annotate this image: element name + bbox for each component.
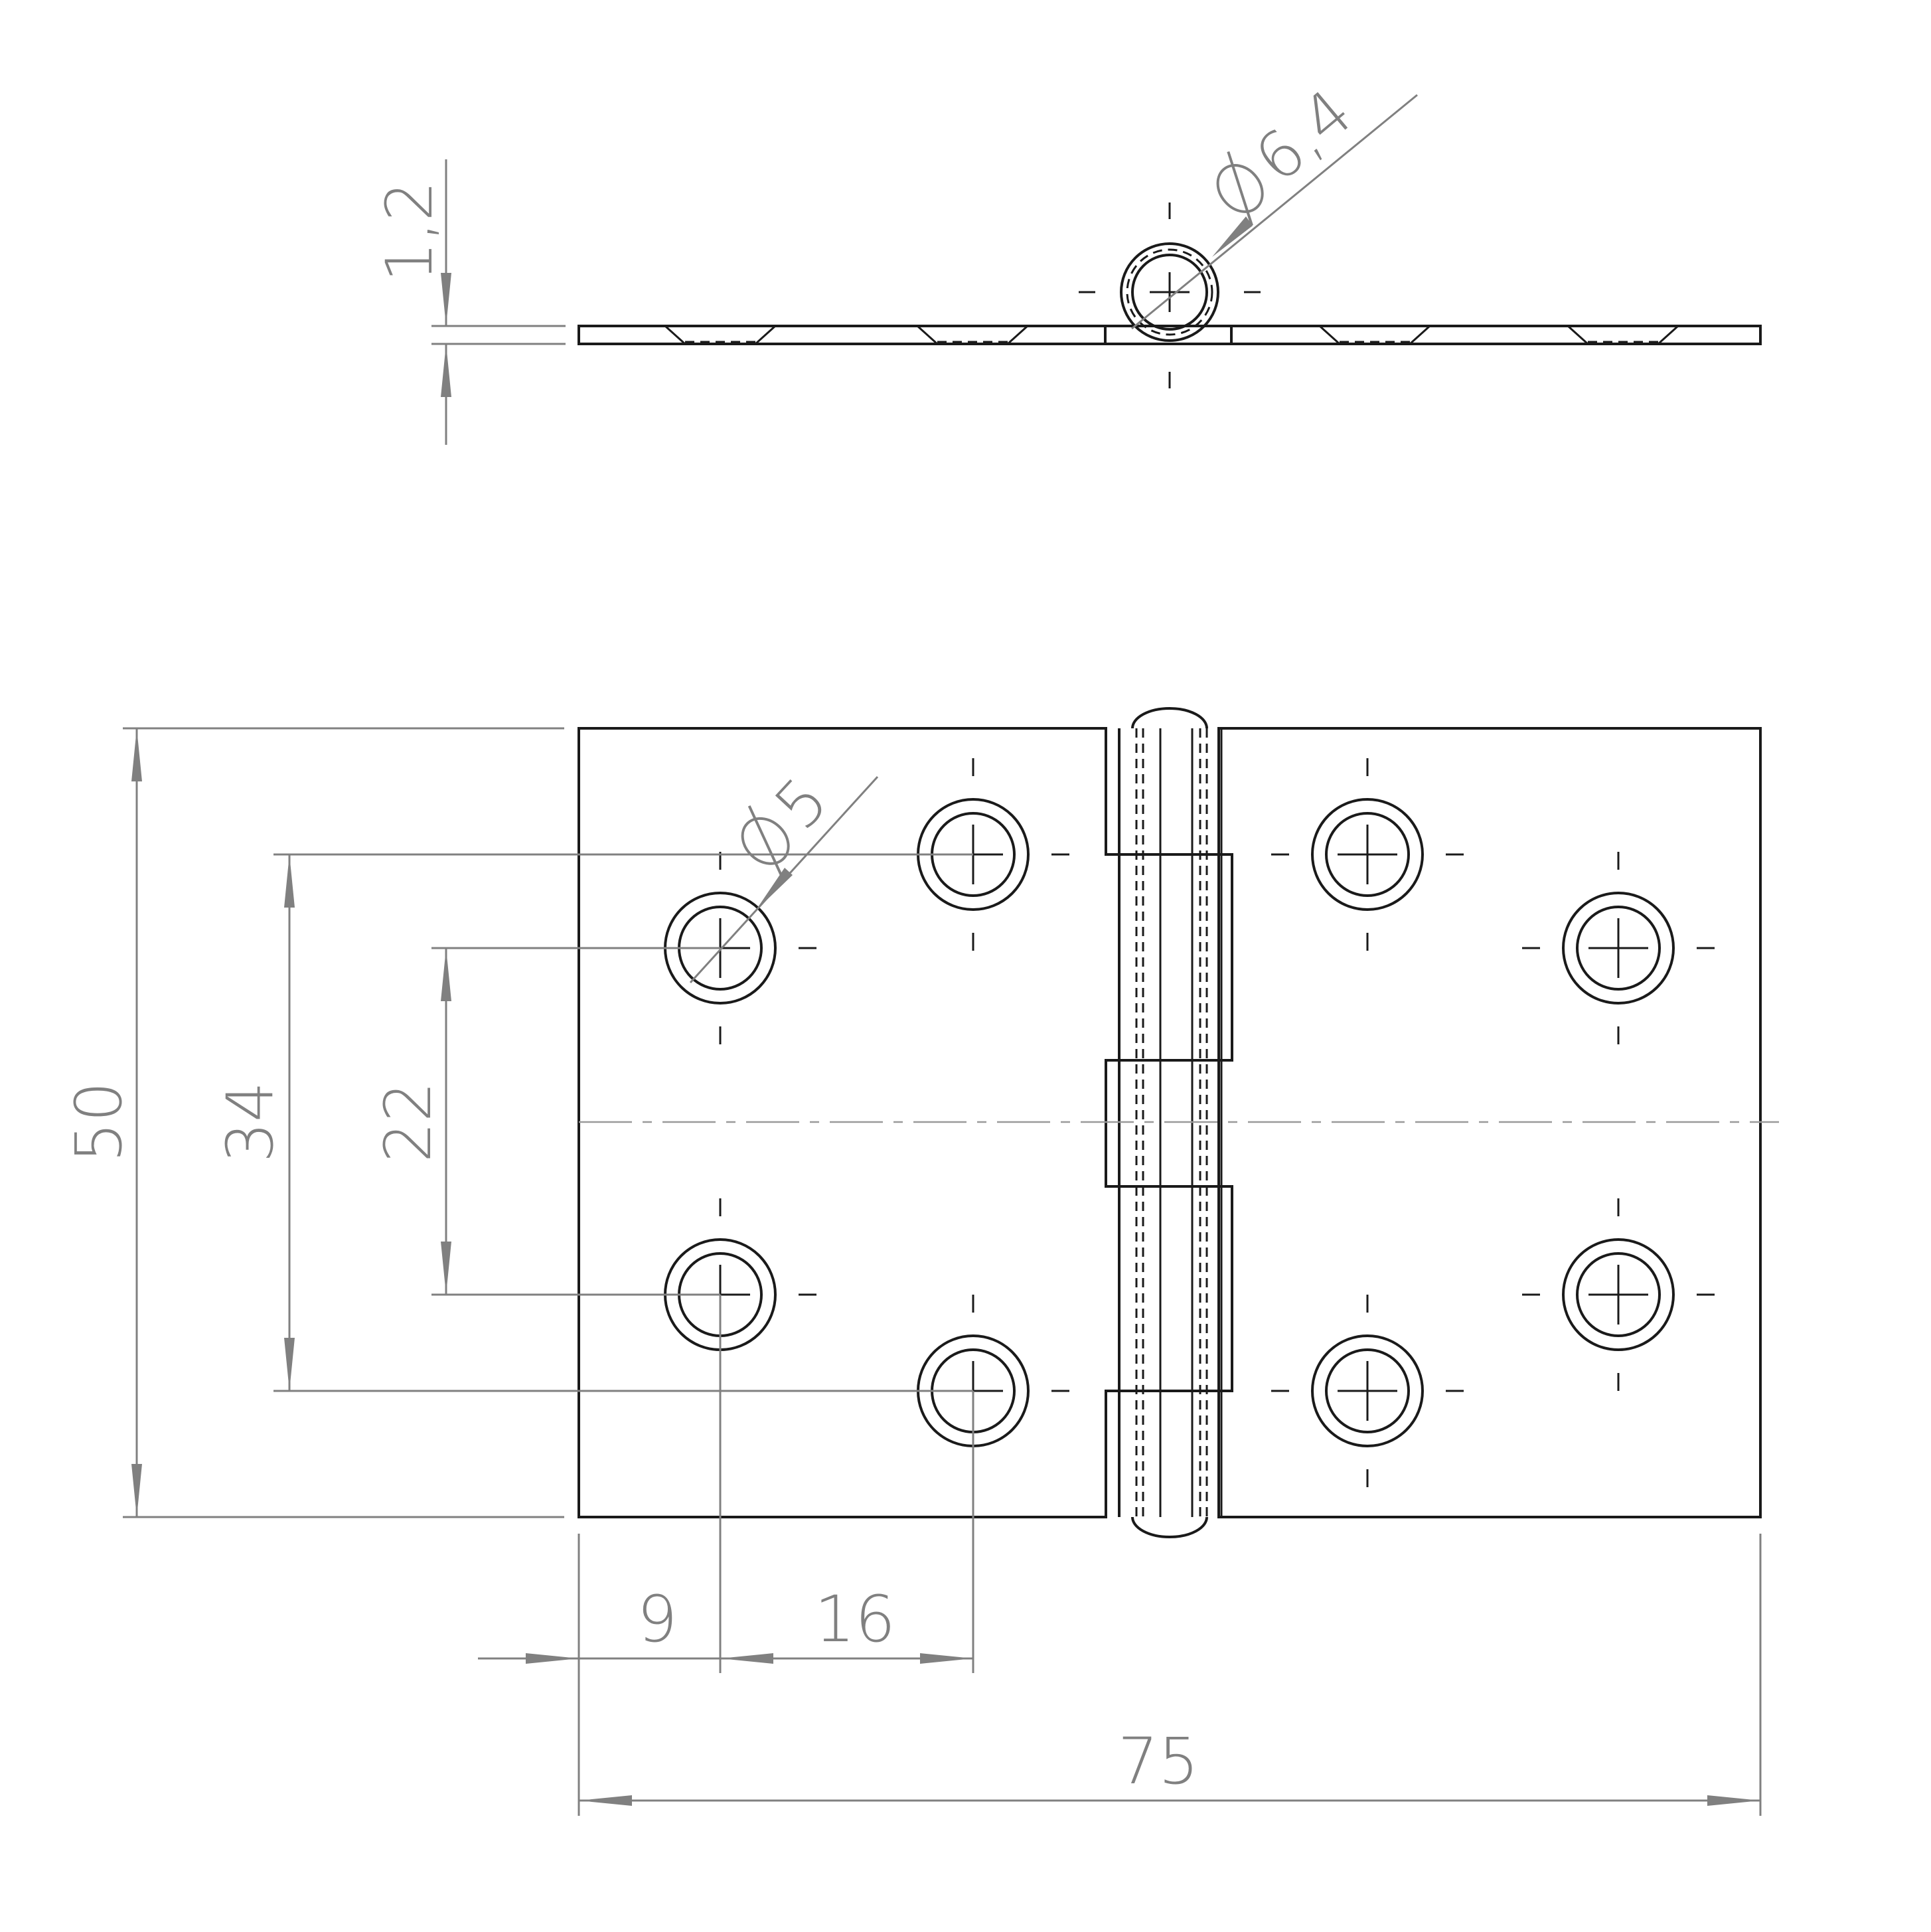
dimension-inner-hole-spacing-label: 22 (371, 1082, 445, 1163)
dimension-total-width-label: 75 (1118, 1724, 1199, 1799)
diameter-symbol-icon (1216, 164, 1264, 213)
dimension-hole-diameter: 5 (689, 764, 879, 984)
dimension-outer-hole-spacing: 34 (213, 853, 973, 1392)
side-view-leaf (578, 325, 1762, 345)
side-view-knuckle (1120, 242, 1219, 342)
dimension-inner-hole-spacing: 22 (371, 947, 720, 1296)
dimension-pin-diameter-label: 6,4 (1241, 75, 1367, 197)
side-view-countersinks (664, 325, 1679, 345)
countersink-outer (1311, 798, 1424, 911)
pin-head-bottom (1131, 1516, 1208, 1538)
pin-head-top (1131, 707, 1208, 729)
hole-bore (1576, 1252, 1661, 1337)
dimension-hole-diameter-label: 5 (761, 764, 843, 844)
side-view-pin (1131, 254, 1208, 331)
dimension-pin-diameter: 6,4 (1131, 75, 1418, 330)
dimension-horizontal-offsets: 9 16 (478, 1295, 974, 1816)
dimension-thickness-label: 1,2 (372, 181, 447, 282)
hole-bore (1576, 906, 1661, 991)
screw-hole (1522, 852, 1715, 1044)
diameter-symbol-icon (741, 817, 790, 865)
screw-hole (1271, 758, 1464, 951)
countersink-outer (1562, 1238, 1675, 1351)
hinge-barrel (1106, 707, 1232, 1538)
front-view (578, 707, 1779, 1538)
side-view-center-marks (1079, 202, 1261, 388)
dimension-total-height: 50 (62, 727, 564, 1518)
screw-hole (1522, 1198, 1715, 1391)
dimension-total-width: 75 (579, 1534, 1762, 1816)
dimension-outer-hole-spacing-label: 34 (213, 1082, 287, 1163)
dimension-thickness: 1,2 (372, 159, 566, 445)
countersink-outer (1562, 892, 1675, 1005)
side-view (578, 202, 1762, 388)
countersink-outer (1311, 1334, 1424, 1447)
screw-hole (1271, 1295, 1464, 1487)
hole-bore (1325, 1348, 1410, 1433)
hole-bore (1325, 812, 1410, 897)
dimension-total-height-label: 50 (62, 1082, 136, 1163)
dimension-hole-offset-label: 16 (814, 1582, 895, 1656)
dimension-edge-to-hole-label: 9 (637, 1582, 677, 1656)
